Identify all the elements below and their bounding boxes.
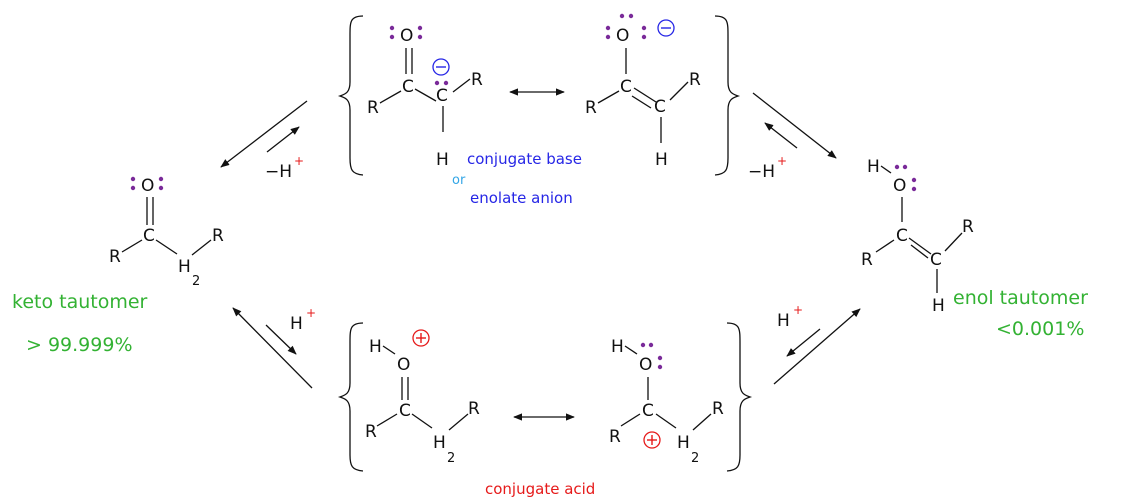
acid1-oxygen: O — [397, 355, 410, 375]
protonation-charge-right: + — [793, 303, 803, 317]
enol-carbon-2: C — [930, 250, 942, 270]
conjugate-base-label: conjugate base — [467, 150, 582, 168]
positive-charge-icon — [643, 431, 661, 449]
acid1-ch2-h: H — [433, 433, 446, 453]
base2-oxygen: O — [616, 26, 629, 46]
enol-r-right: R — [962, 217, 974, 237]
equilibrium-arrows-lower-left: H + — [232, 306, 316, 389]
conjugate-base-bracket — [337, 15, 741, 176]
equilibrium-arrows-upper-right: −H + — [748, 92, 837, 182]
deprotonation-charge-right: + — [777, 154, 787, 168]
oxocarbenium-resonance-1: H O C R H 2 R — [365, 329, 480, 466]
or-label: or — [452, 173, 466, 188]
base2-carbon-2: C — [654, 97, 666, 117]
deprotonation-label-left: −H — [265, 162, 292, 182]
base2-r-left: R — [585, 98, 597, 118]
keto-structure: O C R H 2 R — [109, 176, 224, 289]
acid1-ch2-sub: 2 — [447, 451, 455, 466]
acid1-r-right: R — [468, 399, 480, 419]
acid2-ch2-h: H — [677, 433, 690, 453]
keto-percentage: > 99.999% — [26, 334, 133, 356]
acid1-h-on-o: H — [369, 337, 382, 357]
protonation-charge-left: + — [306, 306, 316, 320]
enol-tautomer-label: enol tautomer — [953, 287, 1088, 309]
base1-h: H — [436, 150, 449, 170]
acid2-carbon: C — [642, 401, 654, 421]
enol-r-left: R — [861, 250, 873, 270]
enol-structure: H O C R C R H — [861, 157, 974, 316]
keto-ch2-h: H — [178, 257, 191, 277]
acid2-r-left: R — [609, 427, 621, 447]
enol-h-on-c: H — [932, 296, 945, 316]
keto-carbon: C — [143, 226, 155, 246]
base2-carbon-1: C — [620, 77, 632, 97]
base2-r-right: R — [689, 70, 701, 90]
deprotonation-charge-left: + — [294, 154, 304, 168]
negative-charge-icon — [657, 19, 675, 37]
conjugate-acid-bracket — [337, 322, 753, 472]
deprotonation-label-right: −H — [748, 162, 775, 182]
enolate-resonance-1: O C R C R H — [367, 25, 483, 170]
base1-carbanion: C — [436, 86, 448, 106]
keto-r-right: R — [212, 226, 224, 246]
acid2-h-on-o: H — [611, 337, 624, 357]
base2-h: H — [655, 150, 668, 170]
base1-oxygen: O — [400, 26, 413, 46]
base1-carbon: C — [402, 77, 414, 97]
base1-r-left: R — [367, 98, 379, 118]
keto-ch2-sub: 2 — [192, 274, 200, 289]
equilibrium-arrows-upper-left: −H + — [220, 100, 308, 182]
protonation-label-right: H — [777, 311, 790, 331]
enolate-anion-label: enolate anion — [470, 189, 573, 207]
conjugate-acid-label: conjugate acid — [485, 480, 595, 498]
positive-charge-icon — [412, 329, 430, 347]
enol-oxygen: O — [893, 176, 906, 196]
enolate-resonance-2: O C R C R H — [585, 13, 701, 170]
acid2-r-right: R — [712, 399, 724, 419]
negative-charge-icon — [432, 58, 450, 76]
enol-percentage: <0.001% — [996, 318, 1084, 340]
acid1-r-left: R — [365, 422, 377, 442]
acid2-ch2-sub: 2 — [691, 451, 699, 466]
acid1-carbon: C — [399, 401, 411, 421]
equilibrium-arrows-lower-right: H + — [773, 303, 861, 385]
keto-tautomer-label: keto tautomer — [12, 291, 148, 313]
keto-oxygen: O — [141, 176, 154, 196]
acid2-oxygen: O — [639, 355, 652, 375]
keto-r-left: R — [109, 247, 121, 267]
oxocarbenium-resonance-2: H O C R H 2 R — [609, 337, 724, 466]
enol-carbon-1: C — [896, 226, 908, 246]
enol-h-on-o: H — [867, 157, 880, 177]
base1-r-right: R — [471, 70, 483, 90]
protonation-label-left: H — [290, 314, 303, 334]
